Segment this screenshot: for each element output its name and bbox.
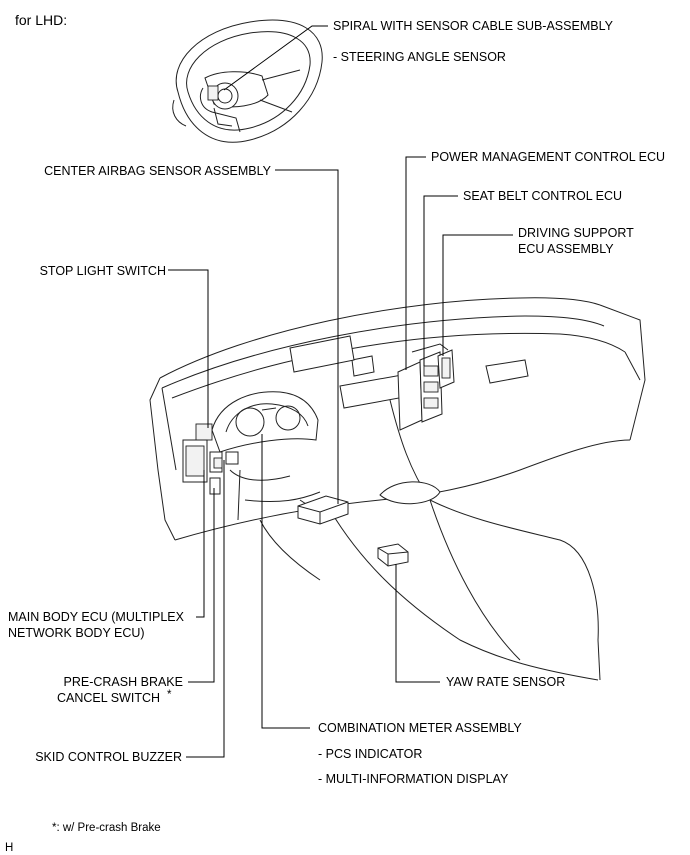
label-driving-support-ecu-line1: DRIVING SUPPORT [518, 226, 634, 240]
label-pre-crash-line1: PRE-CRASH BRAKE [64, 675, 183, 689]
label-yaw-rate-sensor: YAW RATE SENSOR [446, 675, 565, 689]
label-driving-support-ecu-line2: ECU ASSEMBLY [518, 242, 614, 256]
page-title: for LHD: [15, 12, 67, 28]
label-steering-angle-sensor: - STEERING ANGLE SENSOR [333, 50, 506, 64]
label-multi-information-display: - MULTI-INFORMATION DISPLAY [318, 772, 509, 786]
label-stop-light-switch: STOP LIGHT SWITCH [40, 264, 166, 278]
label-combination-meter: COMBINATION METER ASSEMBLY [318, 721, 522, 735]
steering-wheel-illustration [172, 19, 323, 143]
label-spiral-sub-assembly: SPIRAL WITH SENSOR CABLE SUB-ASSEMBLY [333, 19, 614, 33]
right-ecu-cluster-illustration [397, 343, 455, 431]
combination-meter-illustration [211, 391, 319, 453]
label-power-management-ecu: POWER MANAGEMENT CONTROL ECU [431, 150, 665, 164]
left-cluster-illustration [182, 423, 239, 495]
label-main-body-ecu-line1: MAIN BODY ECU (MULTIPLEX [8, 610, 185, 624]
label-center-airbag-sensor: CENTER AIRBAG SENSOR ASSEMBLY [44, 164, 272, 178]
figure-code: H [5, 842, 13, 854]
label-main-body-ecu-line2: NETWORK BODY ECU) [8, 626, 145, 640]
footnote: *: w/ Pre-crash Brake [52, 822, 161, 834]
label-seat-belt-ecu: SEAT BELT CONTROL ECU [463, 189, 622, 203]
label-pre-crash-asterisk: * [167, 689, 172, 701]
yaw-rate-sensor-illustration [377, 543, 409, 567]
center-airbag-sensor-illustration [297, 495, 349, 525]
leader-lines [168, 25, 513, 758]
label-pre-crash-line2: CANCEL SWITCH [57, 691, 160, 705]
label-pcs-indicator: - PCS INDICATOR [318, 747, 422, 761]
label-skid-control-buzzer: SKID CONTROL BUZZER [35, 750, 182, 764]
